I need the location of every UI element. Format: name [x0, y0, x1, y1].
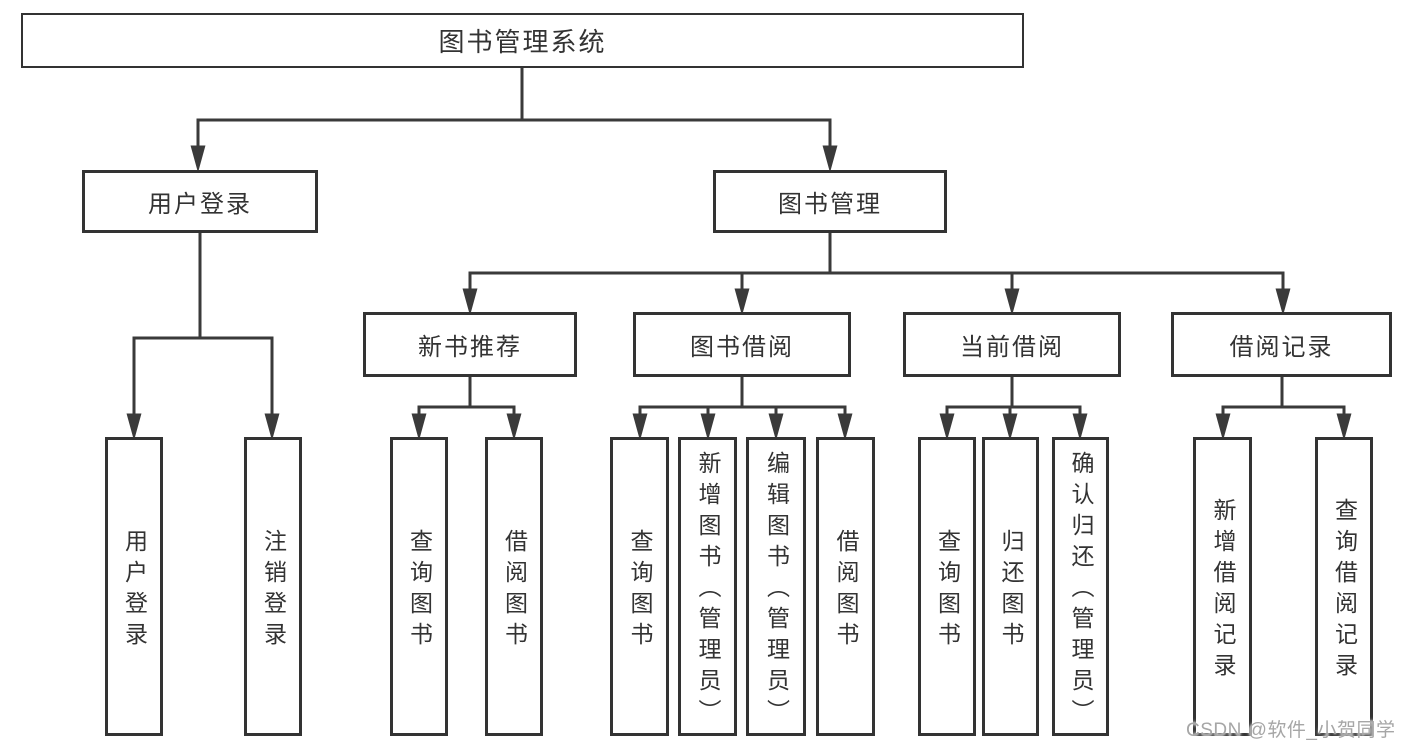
- edge-book-borrow-branch: [638, 377, 847, 409]
- node-label: 确认归还（管理员）: [1068, 451, 1094, 730]
- leaf-logout: 注销登录: [244, 437, 302, 736]
- edge-current-borrow-branch: [945, 377, 1082, 409]
- leaf-confirm-return-admin: 确认归还（管理员）: [1052, 437, 1109, 736]
- arrow-to-leaf-query-borrow-record: [1336, 407, 1352, 441]
- node-label: 注销登录: [260, 528, 287, 653]
- arrow-to-leaf-edit-book: [768, 407, 784, 441]
- node-label: 新增图书（管理员）: [695, 451, 721, 730]
- arrow-to-book-borrow: [734, 273, 750, 316]
- node-label: 查询图书: [406, 528, 433, 653]
- node-book-borrow: 图书借阅: [633, 312, 851, 377]
- node-label: 新增借阅记录: [1210, 497, 1236, 684]
- arrow-to-current-borrow: [1004, 273, 1020, 316]
- edge-book-management-branch: [468, 233, 1285, 275]
- leaf-borrow-books: 借阅图书: [816, 437, 875, 736]
- leaf-user-login: 用户登录: [105, 437, 163, 736]
- leaf-add-borrow-record: 新增借阅记录: [1193, 437, 1252, 736]
- node-label: 用户登录: [121, 528, 148, 653]
- node-label: 新书推荐: [418, 334, 522, 361]
- node-book-management: 图书管理: [713, 170, 947, 233]
- node-user-login: 用户登录: [82, 170, 318, 233]
- node-label: 查询图书: [627, 528, 653, 653]
- node-borrow-records: 借阅记录: [1171, 312, 1392, 377]
- arrow-to-leaf-add-borrow-record: [1215, 407, 1231, 441]
- watermark: CSDN @软件_小贺同学: [1186, 720, 1396, 741]
- node-label: 编辑图书（管理员）: [763, 451, 790, 730]
- node-current-borrow: 当前借阅: [903, 312, 1121, 377]
- node-label: 借阅记录: [1229, 334, 1334, 361]
- node-label: 查询借阅记录: [1331, 497, 1358, 684]
- leaf-query-books-borrow: 查询图书: [610, 437, 669, 736]
- arrow-to-book-management: [822, 120, 838, 173]
- arrow-to-leaf-query-books-2: [632, 407, 648, 441]
- arrow-to-leaf-return-book: [1002, 407, 1018, 441]
- node-label: 查询图书: [934, 528, 961, 653]
- arrow-to-new-book-recommend: [462, 273, 478, 316]
- node-label: 当前借阅: [960, 334, 1064, 361]
- edge-borrow-records-branch: [1221, 377, 1346, 409]
- arrow-to-leaf-query-books-3: [939, 407, 955, 441]
- node-new-book-recommend: 新书推荐: [363, 312, 577, 377]
- edge-new-book-recommend-branch: [417, 377, 516, 409]
- leaf-add-book-admin: 新增图书（管理员）: [678, 437, 737, 736]
- leaf-borrow-books-recommend: 借阅图书: [485, 437, 543, 736]
- node-label: 图书管理: [778, 191, 882, 218]
- leaf-query-books-current: 查询图书: [918, 437, 976, 736]
- arrow-to-leaf-user-login: [126, 338, 142, 441]
- leaf-return-book: 归还图书: [982, 437, 1039, 736]
- arrow-to-borrow-records: [1275, 273, 1291, 316]
- edge-user-login-branch: [132, 233, 274, 340]
- arrow-to-leaf-confirm-return: [1072, 407, 1088, 441]
- arrow-to-leaf-query-books-1: [411, 407, 427, 441]
- arrow-to-leaf-borrow-books-1: [506, 407, 522, 441]
- node-label: 图书管理系统: [438, 27, 607, 57]
- arrow-to-leaf-add-book: [700, 407, 716, 441]
- arrow-to-leaf-borrow-books-2: [837, 407, 853, 441]
- leaf-edit-book-admin: 编辑图书（管理员）: [746, 437, 806, 736]
- leaf-query-borrow-record: 查询借阅记录: [1315, 437, 1373, 736]
- node-label: 借阅图书: [833, 528, 859, 653]
- node-label: 图书借阅: [690, 334, 794, 361]
- edge-root-branch: [196, 68, 832, 122]
- arrow-to-leaf-logout: [264, 338, 280, 441]
- node-label: 归还图书: [998, 528, 1024, 653]
- node-library-management-system: 图书管理系统: [21, 13, 1024, 68]
- arrow-to-user-login: [190, 120, 206, 173]
- leaf-query-books-recommend: 查询图书: [390, 437, 448, 736]
- node-label: 借阅图书: [501, 528, 528, 653]
- node-label: 用户登录: [148, 191, 252, 218]
